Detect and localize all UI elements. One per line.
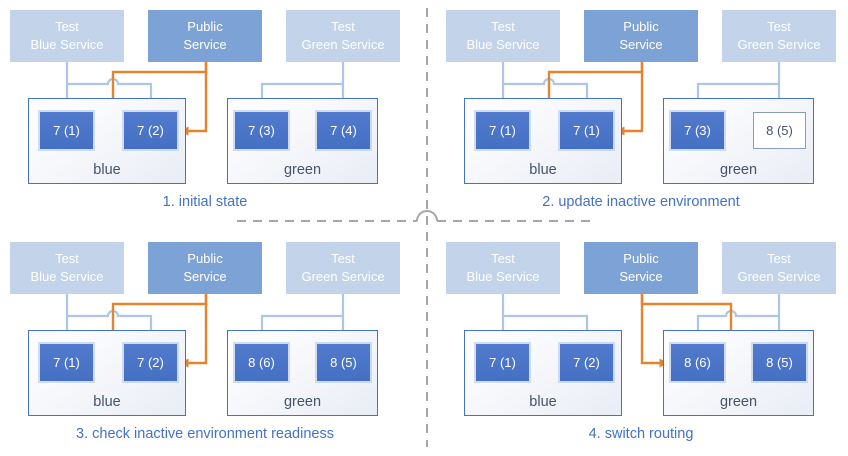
- test-green-service-label-line: Green Service: [737, 37, 821, 52]
- public-service-label-line: Service: [619, 269, 663, 284]
- pod-green-2: 8 (5): [753, 112, 806, 149]
- public-service-label-line: Public: [187, 18, 223, 34]
- pod-green-1: 7 (3): [671, 112, 724, 149]
- test-blue-service-label-line: Test: [55, 250, 79, 266]
- public-service-label-line: Service: [183, 269, 227, 284]
- green-environment-label: green: [719, 162, 758, 178]
- public-service-label-line: Public: [187, 250, 223, 266]
- test-blue-service-label-line: Blue Service: [30, 37, 104, 52]
- pod-blue-1: 7 (1): [476, 112, 529, 149]
- panel-caption: 2. update inactive environment: [542, 194, 740, 210]
- blue-environment-label: blue: [93, 394, 121, 410]
- green-environment-label: green: [719, 394, 758, 410]
- public-service-label-line: Service: [183, 37, 227, 52]
- test-blue-service-label-line: Test: [55, 18, 79, 34]
- test-green-service-label-line: Test: [331, 250, 355, 266]
- test-green-service-label-line: Green Service: [301, 269, 385, 284]
- pod-green-2: 7 (4): [317, 112, 370, 149]
- test-green-service-label-line: Test: [767, 250, 791, 266]
- pod-green-1: 7 (3): [235, 112, 288, 149]
- pod-blue-2: 7 (1): [560, 112, 613, 149]
- panel-caption: 3. check inactive environment readiness: [76, 426, 334, 442]
- public-service-label-line: Service: [619, 37, 663, 52]
- test-blue-service-label-line: Test: [491, 18, 515, 34]
- pod-green-2: 8 (5): [753, 344, 806, 381]
- pod-blue-2: 7 (2): [560, 344, 613, 381]
- test-green-service-label-line: Test: [767, 18, 791, 34]
- panel-caption: 4. switch routing: [588, 426, 694, 442]
- pod-green-1: 8 (6): [235, 344, 288, 381]
- test-blue-service-label-line: Blue Service: [466, 269, 540, 284]
- pod-blue-1: 7 (1): [40, 112, 93, 149]
- green-environment-label: green: [283, 162, 322, 178]
- pod-blue-2: 7 (2): [124, 112, 177, 149]
- panel-caption: 1. initial state: [162, 194, 248, 210]
- pod-blue-1: 7 (1): [40, 344, 93, 381]
- public-service-label-line: Public: [623, 18, 659, 34]
- pod-blue-1: 7 (1): [476, 344, 529, 381]
- pod-green-1: 8 (6): [671, 344, 724, 381]
- test-green-service-label-line: Test: [331, 18, 355, 34]
- test-blue-service-label-line: Blue Service: [466, 37, 540, 52]
- pod-green-2: 8 (5): [317, 344, 370, 381]
- blue-environment-label: blue: [529, 394, 557, 410]
- blue-environment-label: blue: [529, 162, 557, 178]
- test-blue-service-label-line: Blue Service: [30, 269, 104, 284]
- public-service-label-line: Public: [623, 250, 659, 266]
- test-blue-service-label-line: Test: [491, 250, 515, 266]
- test-green-service-label-line: Green Service: [301, 37, 385, 52]
- green-environment-label: green: [283, 394, 322, 410]
- test-green-service-label-line: Green Service: [737, 269, 821, 284]
- blue-environment-label: blue: [93, 162, 121, 178]
- pod-blue-2: 7 (2): [124, 344, 177, 381]
